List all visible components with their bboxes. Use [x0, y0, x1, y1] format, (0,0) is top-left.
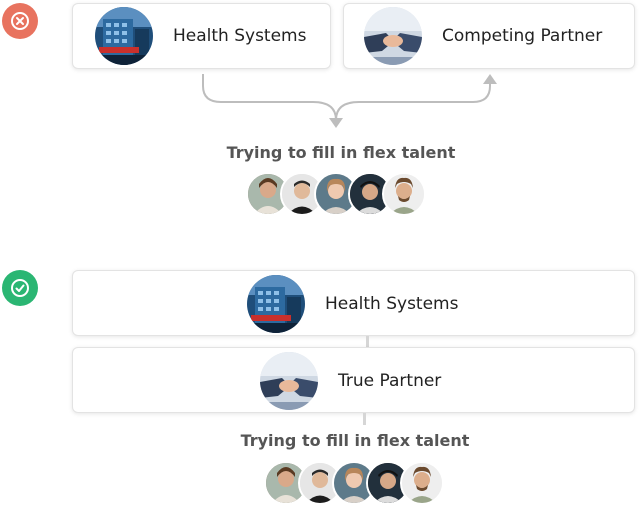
true-partner-card: True Partner: [72, 347, 635, 413]
top-section-heading: Trying to fill in flex talent: [226, 143, 456, 162]
top-avatar-group: [246, 172, 430, 218]
health-systems-label: Health Systems: [173, 26, 307, 46]
health-systems-card-bottom: Health Systems: [72, 270, 635, 336]
person-avatar-4: [348, 172, 392, 216]
card-connector-line-2: [363, 413, 366, 425]
error-status-icon: [2, 3, 38, 39]
health-systems-card: Health Systems: [72, 3, 331, 69]
health-systems-label-bottom: Health Systems: [325, 294, 459, 314]
handshake-icon: [260, 352, 318, 410]
card-connector-line: [366, 336, 369, 347]
bottom-avatar-group: [264, 461, 448, 507]
person-avatar-2: [298, 461, 342, 505]
hospital-building-icon: [95, 7, 153, 65]
competing-partner-card: Competing Partner: [343, 3, 635, 69]
check-icon: [15, 284, 25, 292]
true-partner-label: True Partner: [338, 371, 442, 391]
competing-partner-label: Competing Partner: [442, 26, 603, 46]
handshake-icon: [364, 7, 422, 65]
hospital-building-icon: [247, 275, 305, 333]
bottom-section-heading: Trying to fill in flex talent: [240, 431, 470, 450]
success-status-icon: [2, 270, 38, 306]
person-avatar-3: [332, 461, 376, 505]
x-icon: [16, 17, 24, 25]
connector-arrows: [202, 74, 497, 128]
person-avatar-5: [382, 172, 426, 216]
person-avatar-5: [400, 461, 444, 505]
